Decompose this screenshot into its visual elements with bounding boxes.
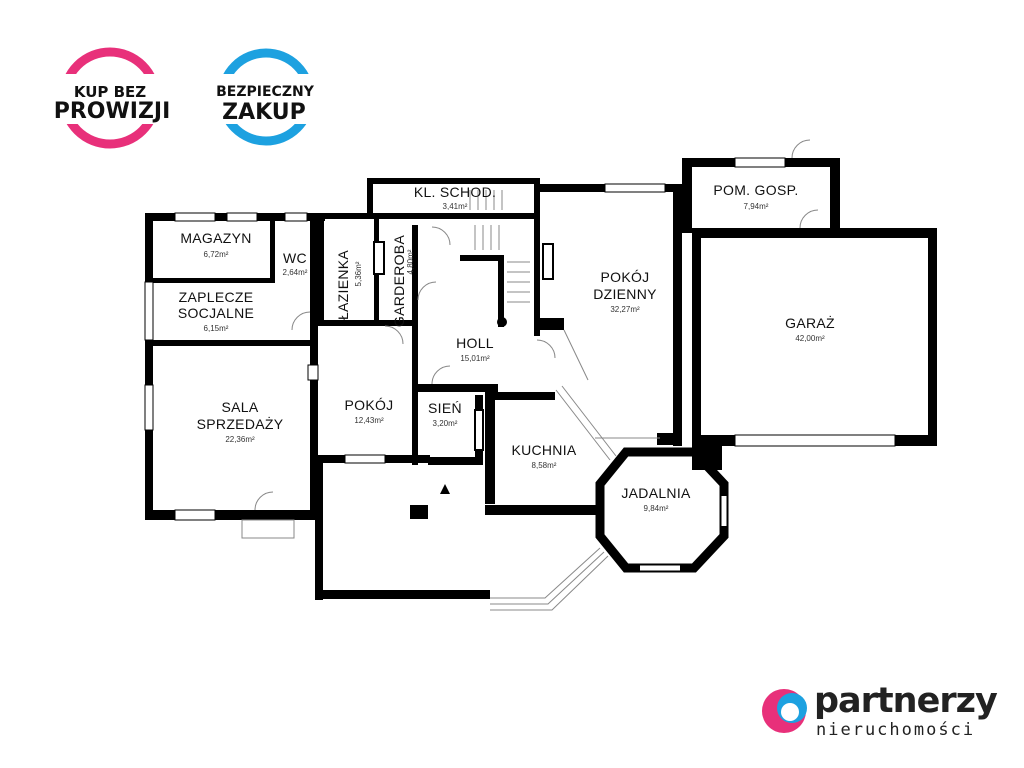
room-name: MAGAZYN bbox=[180, 230, 251, 246]
windows bbox=[144, 157, 896, 521]
plan-marks bbox=[307, 241, 554, 519]
room-area: 32,27m² bbox=[610, 305, 640, 314]
room-name-line2: SPRZEDAŻY bbox=[197, 415, 284, 432]
partnerzy-logo-mark bbox=[762, 689, 807, 733]
room-pokoj: POKÓJ 12,43m² bbox=[345, 397, 394, 425]
room-area: 2,64m² bbox=[283, 268, 308, 277]
room-area: 3,41m² bbox=[443, 202, 468, 211]
room-lazienka: ŁAZIENKA 5,36m² bbox=[335, 250, 363, 320]
room-name-line2: SOCJALNE bbox=[178, 305, 254, 321]
room-sala: SALA SPRZEDAŻY 22,36m² bbox=[197, 399, 284, 444]
room-zaplecze: ZAPLECZE SOCJALNE 6,15m² bbox=[178, 289, 254, 333]
room-pom-gosp: POM. GOSP. 7,94m² bbox=[713, 182, 798, 211]
room-area: 6,72m² bbox=[204, 250, 229, 259]
room-name: HOLL bbox=[456, 335, 494, 351]
room-name: POM. GOSP. bbox=[713, 182, 798, 198]
detail-lines bbox=[241, 139, 819, 611]
logo-subtitle: nieruchomości bbox=[816, 720, 976, 740]
room-kuchnia: KUCHNIA 8,58m² bbox=[511, 442, 576, 470]
room-pokoj-dzienny: POKÓJ DZIENNY 32,27m² bbox=[593, 269, 657, 314]
room-magazyn: MAGAZYN 6,72m² bbox=[180, 230, 251, 259]
room-name: GARDEROBA bbox=[391, 235, 407, 328]
room-name-line1: SALA bbox=[222, 399, 259, 415]
room-area: 42,00m² bbox=[795, 334, 825, 343]
jadalnia-walls bbox=[595, 447, 729, 573]
room-area: 3,20m² bbox=[433, 419, 458, 428]
room-name: JADALNIA bbox=[621, 485, 691, 501]
room-area: 6,15m² bbox=[204, 324, 229, 333]
svg-text:PROWIZJI: PROWIZJI bbox=[54, 99, 171, 124]
room-area: 12,43m² bbox=[354, 416, 384, 425]
room-garderoba: GARDEROBA 4,80m² bbox=[391, 235, 415, 328]
room-name: KL. SCHOD. bbox=[414, 184, 496, 200]
room-wc: WC 2,64m² bbox=[283, 250, 308, 277]
room-area: 5,36m² bbox=[354, 261, 363, 286]
room-area: 8,58m² bbox=[532, 461, 557, 470]
svg-text:KUP BEZ: KUP BEZ bbox=[74, 83, 146, 101]
kup-bez-prowizji-badge: KUP BEZ PROWIZJI bbox=[50, 47, 172, 149]
room-name: GARAŻ bbox=[785, 314, 835, 331]
room-name: ŁAZIENKA bbox=[335, 250, 351, 320]
room-name-line2: DZIENNY bbox=[593, 286, 657, 302]
room-name: KUCHNIA bbox=[511, 442, 576, 458]
room-holl: HOLL 15,01m² bbox=[456, 335, 494, 363]
logo-name: partnerzy bbox=[814, 681, 998, 721]
room-area: 7,94m² bbox=[744, 202, 769, 211]
room-sien: SIEŃ 3,20m² bbox=[428, 400, 462, 428]
room-garaz: GARAŻ 42,00m² bbox=[785, 314, 835, 343]
room-name: WC bbox=[283, 250, 307, 266]
walls bbox=[144, 158, 937, 600]
room-name-line1: POKÓJ bbox=[601, 269, 650, 285]
room-area: 4,80m² bbox=[406, 249, 415, 274]
bezpieczny-zakup-badge: BEZPIECZNY ZAKUP bbox=[205, 48, 327, 146]
room-area: 15,01m² bbox=[460, 354, 490, 363]
room-name: SIEŃ bbox=[428, 400, 462, 416]
svg-text:BEZPIECZNY: BEZPIECZNY bbox=[216, 84, 315, 100]
svg-text:ZAKUP: ZAKUP bbox=[222, 100, 306, 125]
room-name-line1: ZAPLECZE bbox=[179, 289, 254, 305]
room-area: 9,84m² bbox=[644, 504, 669, 513]
room-kl-schod: KL. SCHOD. 3,41m² bbox=[414, 184, 496, 211]
room-name: POKÓJ bbox=[345, 397, 394, 413]
room-jadalnia: JADALNIA 9,84m² bbox=[621, 485, 691, 513]
room-area: 22,36m² bbox=[225, 435, 255, 444]
